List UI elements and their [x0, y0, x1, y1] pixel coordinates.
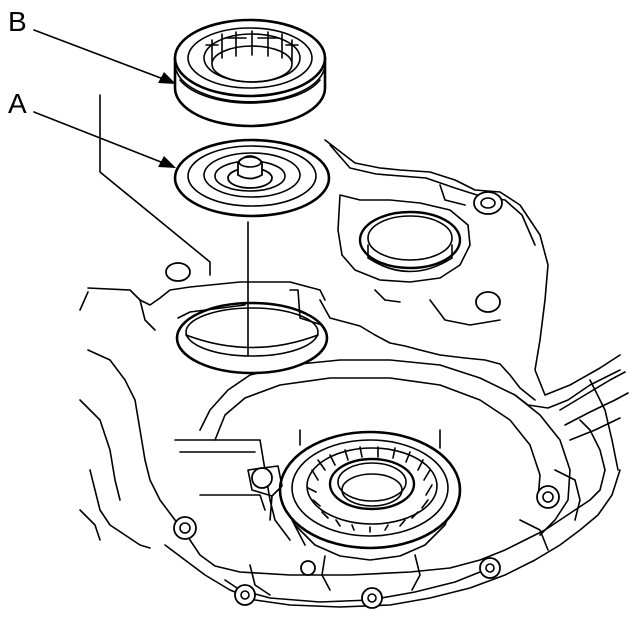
callout-label-a: A — [8, 88, 27, 119]
leader-line-a — [33, 111, 167, 165]
housing-bolt-holes — [173, 485, 560, 609]
leader-line-b — [33, 29, 167, 81]
part-b-bearing — [173, 18, 327, 128]
arrowhead-b — [158, 72, 176, 84]
callout-label-b: B — [8, 6, 27, 37]
leader-lines — [33, 29, 176, 168]
part-a-seal — [173, 138, 331, 218]
lower-bore — [175, 221, 329, 375]
arrowhead-a — [158, 156, 176, 168]
upper-bearing-bore — [165, 184, 503, 326]
lower-bearing-assembly — [247, 429, 462, 550]
